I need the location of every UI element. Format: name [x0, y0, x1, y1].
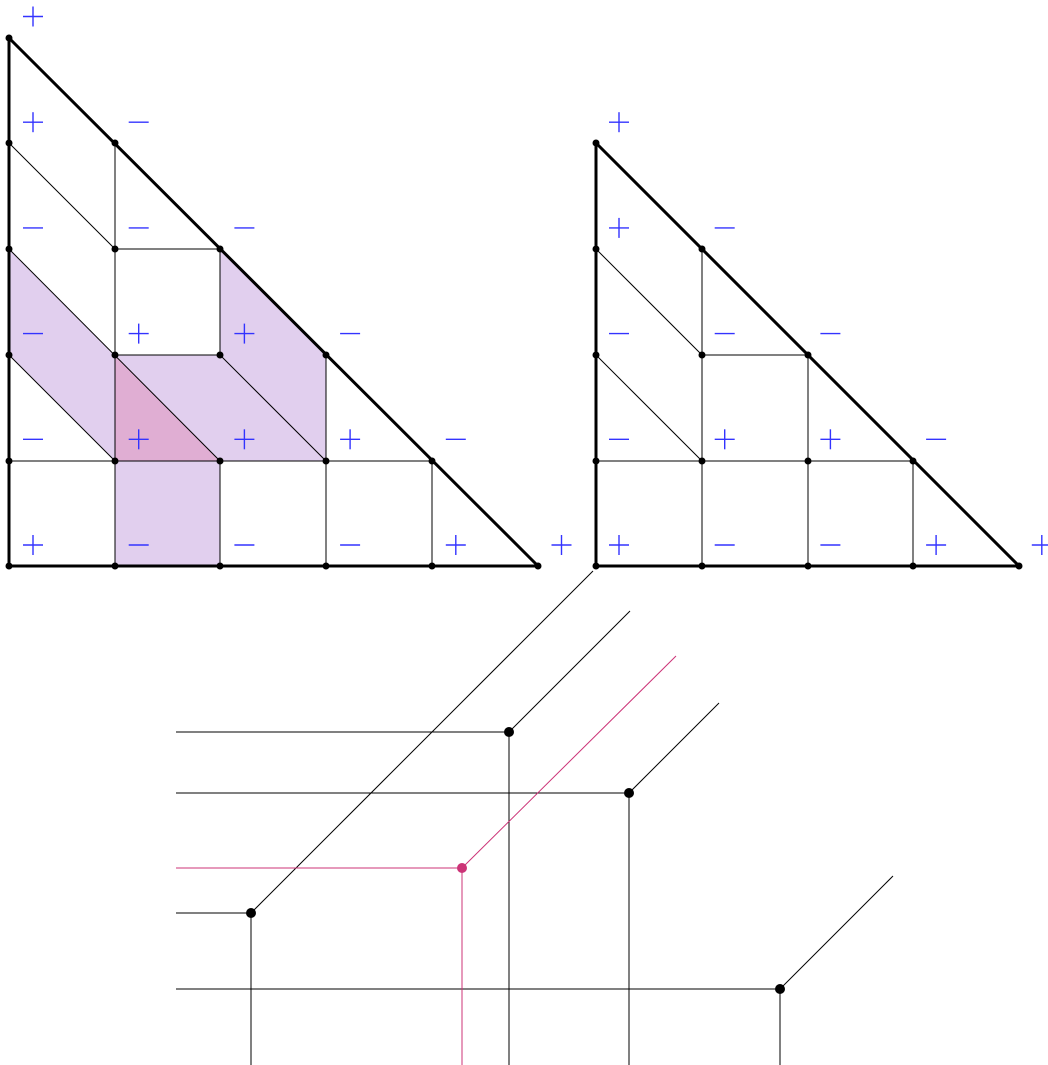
plus-sign — [1031, 535, 1048, 555]
plus-sign — [23, 112, 43, 133]
plus-sign — [23, 535, 43, 555]
plus-sign — [609, 217, 629, 238]
plus-sign — [609, 535, 629, 555]
plus-sign — [609, 112, 629, 133]
plus-sign — [820, 429, 841, 450]
plus-sign — [23, 6, 43, 27]
highlighted-tropical-line — [176, 655, 677, 1065]
plus-sign — [340, 429, 361, 450]
plus-sign — [128, 429, 149, 450]
plus-sign — [714, 429, 735, 450]
plus-sign — [551, 535, 572, 555]
right-triangle-subdivision — [592, 112, 1048, 570]
sign-labels — [609, 112, 1048, 555]
highlighted-vertex — [457, 863, 467, 873]
triangle-boundary — [7, 36, 540, 568]
plus-sign — [234, 323, 255, 344]
curve-vertices — [246, 727, 785, 994]
left-triangle-subdivision — [5, 6, 572, 570]
tropical-curve — [176, 570, 894, 1065]
plus-sign — [445, 535, 466, 555]
plus-sign — [128, 323, 149, 344]
lattice-vertices — [5, 34, 542, 570]
sign-labels — [23, 6, 572, 555]
subdivision-edges — [595, 248, 914, 566]
lattice-vertices — [592, 139, 1023, 570]
plus-sign — [926, 535, 947, 555]
shaded-region-bottom-cell — [115, 461, 220, 566]
plus-sign — [234, 429, 255, 450]
